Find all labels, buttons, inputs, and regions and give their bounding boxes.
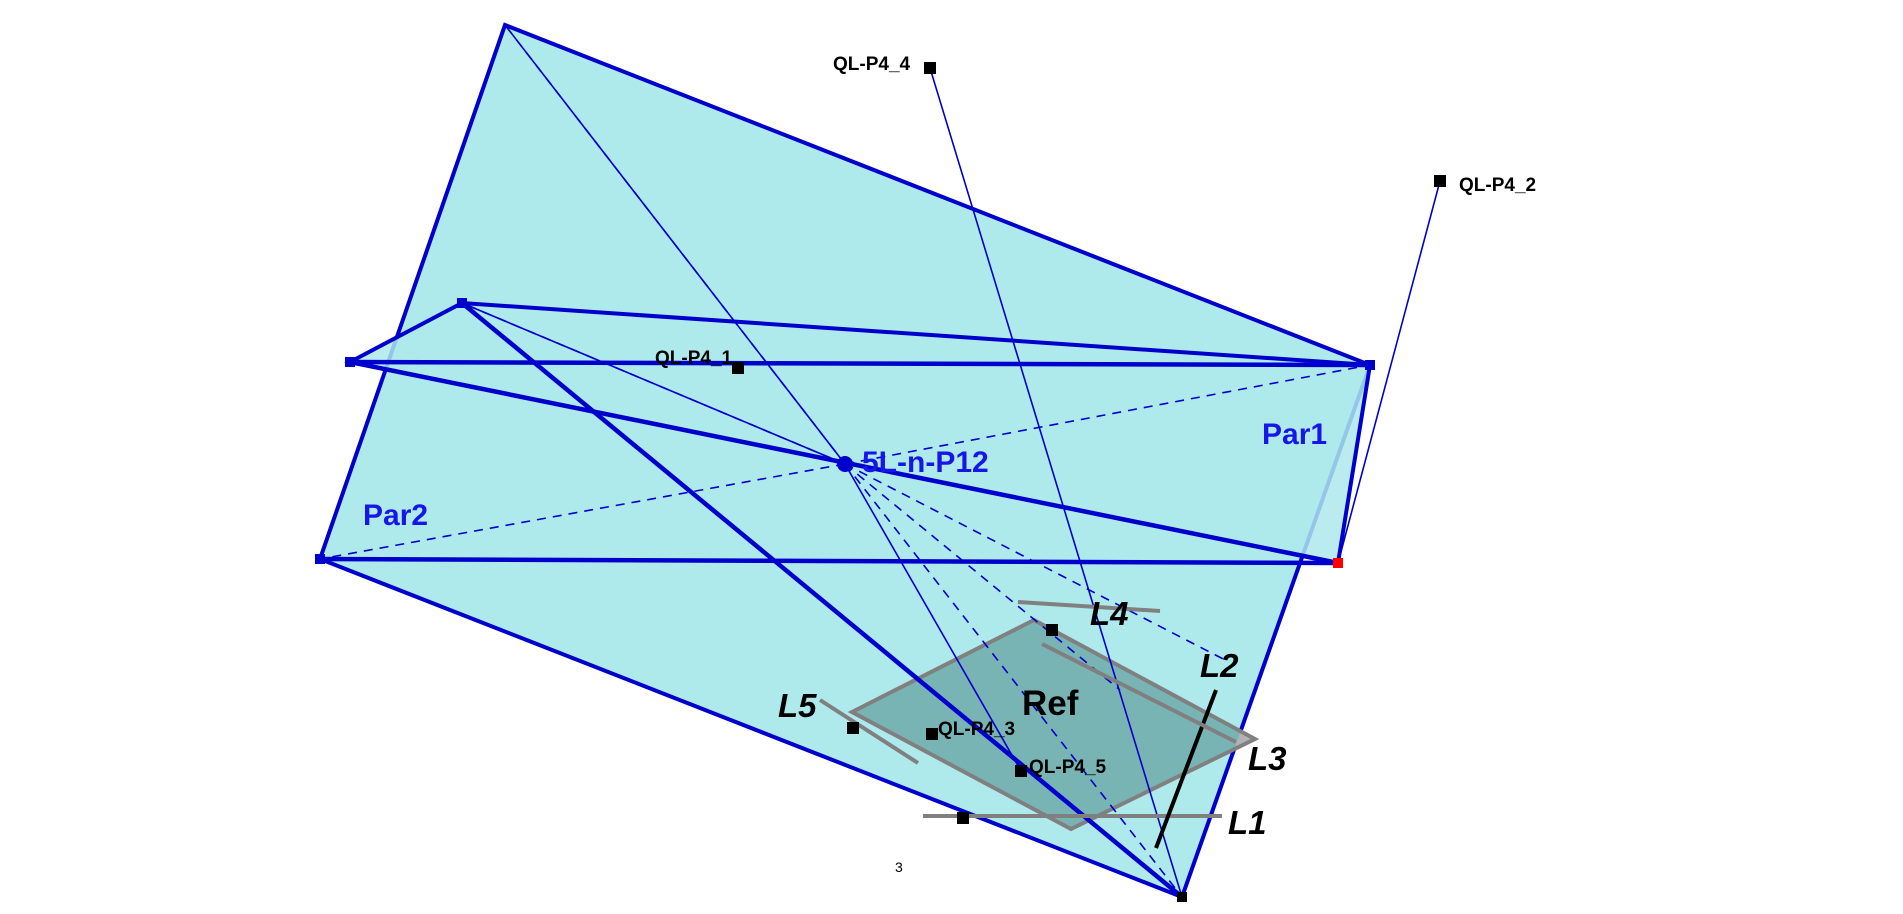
plane-corner-markers xyxy=(315,298,1375,902)
ref-marker-2 xyxy=(957,812,969,824)
solid-ray-ray-par2-top-to-node xyxy=(504,24,846,465)
line-segment-l3[interactable] xyxy=(1041,642,1237,744)
par2-bottom-corner-marker xyxy=(1177,892,1187,902)
point-marker-ql-p4-4[interactable] xyxy=(924,62,936,74)
solid-ray-ray-par1-corner-to-node xyxy=(461,302,846,465)
par2-left-corner-marker xyxy=(315,554,325,564)
node-5l-n-p12-dot[interactable] xyxy=(837,456,853,472)
ref-region-outline[interactable] xyxy=(847,617,1260,832)
point-marker-ql-p4-3[interactable] xyxy=(926,728,938,740)
quadrilateral-lines xyxy=(818,600,1237,849)
solid-rays xyxy=(461,24,1441,898)
dashed-ray-dash-node-to-par2-botleft xyxy=(319,463,846,560)
par1-left-corner-marker xyxy=(345,357,355,367)
point-marker-ql-p4-2[interactable] xyxy=(1434,175,1446,187)
solid-ray-ray-to-QL-P4_2 xyxy=(1337,180,1441,564)
solid-ray-ray-to-QL-P4_4 xyxy=(929,67,1183,898)
point-marker-ql-p4-5[interactable] xyxy=(1015,765,1027,777)
par1-upper-corner-marker xyxy=(457,298,467,308)
point-markers xyxy=(732,62,1446,777)
point-marker-ql-p4-1[interactable] xyxy=(732,362,744,374)
line-segment-l4[interactable] xyxy=(1017,600,1161,613)
plane-edge-par2-diagonal-left xyxy=(460,301,1184,899)
solid-ray-ray-node-to-QL-P4_5 xyxy=(844,463,1022,772)
dashed-ray-dash-node-to-ref-low xyxy=(844,463,1121,691)
plane-edge-par1-top-chord xyxy=(349,359,1371,368)
line-segment-l5[interactable] xyxy=(818,698,920,765)
ref-vertex-markers xyxy=(847,624,1058,824)
plane-edge-par1-bottom-chord xyxy=(319,556,1339,566)
dashed-ray-dash-node-to-par2-bottom xyxy=(844,463,1183,898)
line-segment-l2[interactable] xyxy=(1154,689,1218,849)
ref-marker-1 xyxy=(847,722,859,734)
par1-lower-corner-marker xyxy=(1333,558,1343,568)
ref-region-over-plane xyxy=(852,620,1255,829)
ref-marker-0 xyxy=(1046,624,1058,636)
par1-right-corner-marker xyxy=(1365,360,1375,370)
plane-internal-edges xyxy=(319,301,1371,899)
